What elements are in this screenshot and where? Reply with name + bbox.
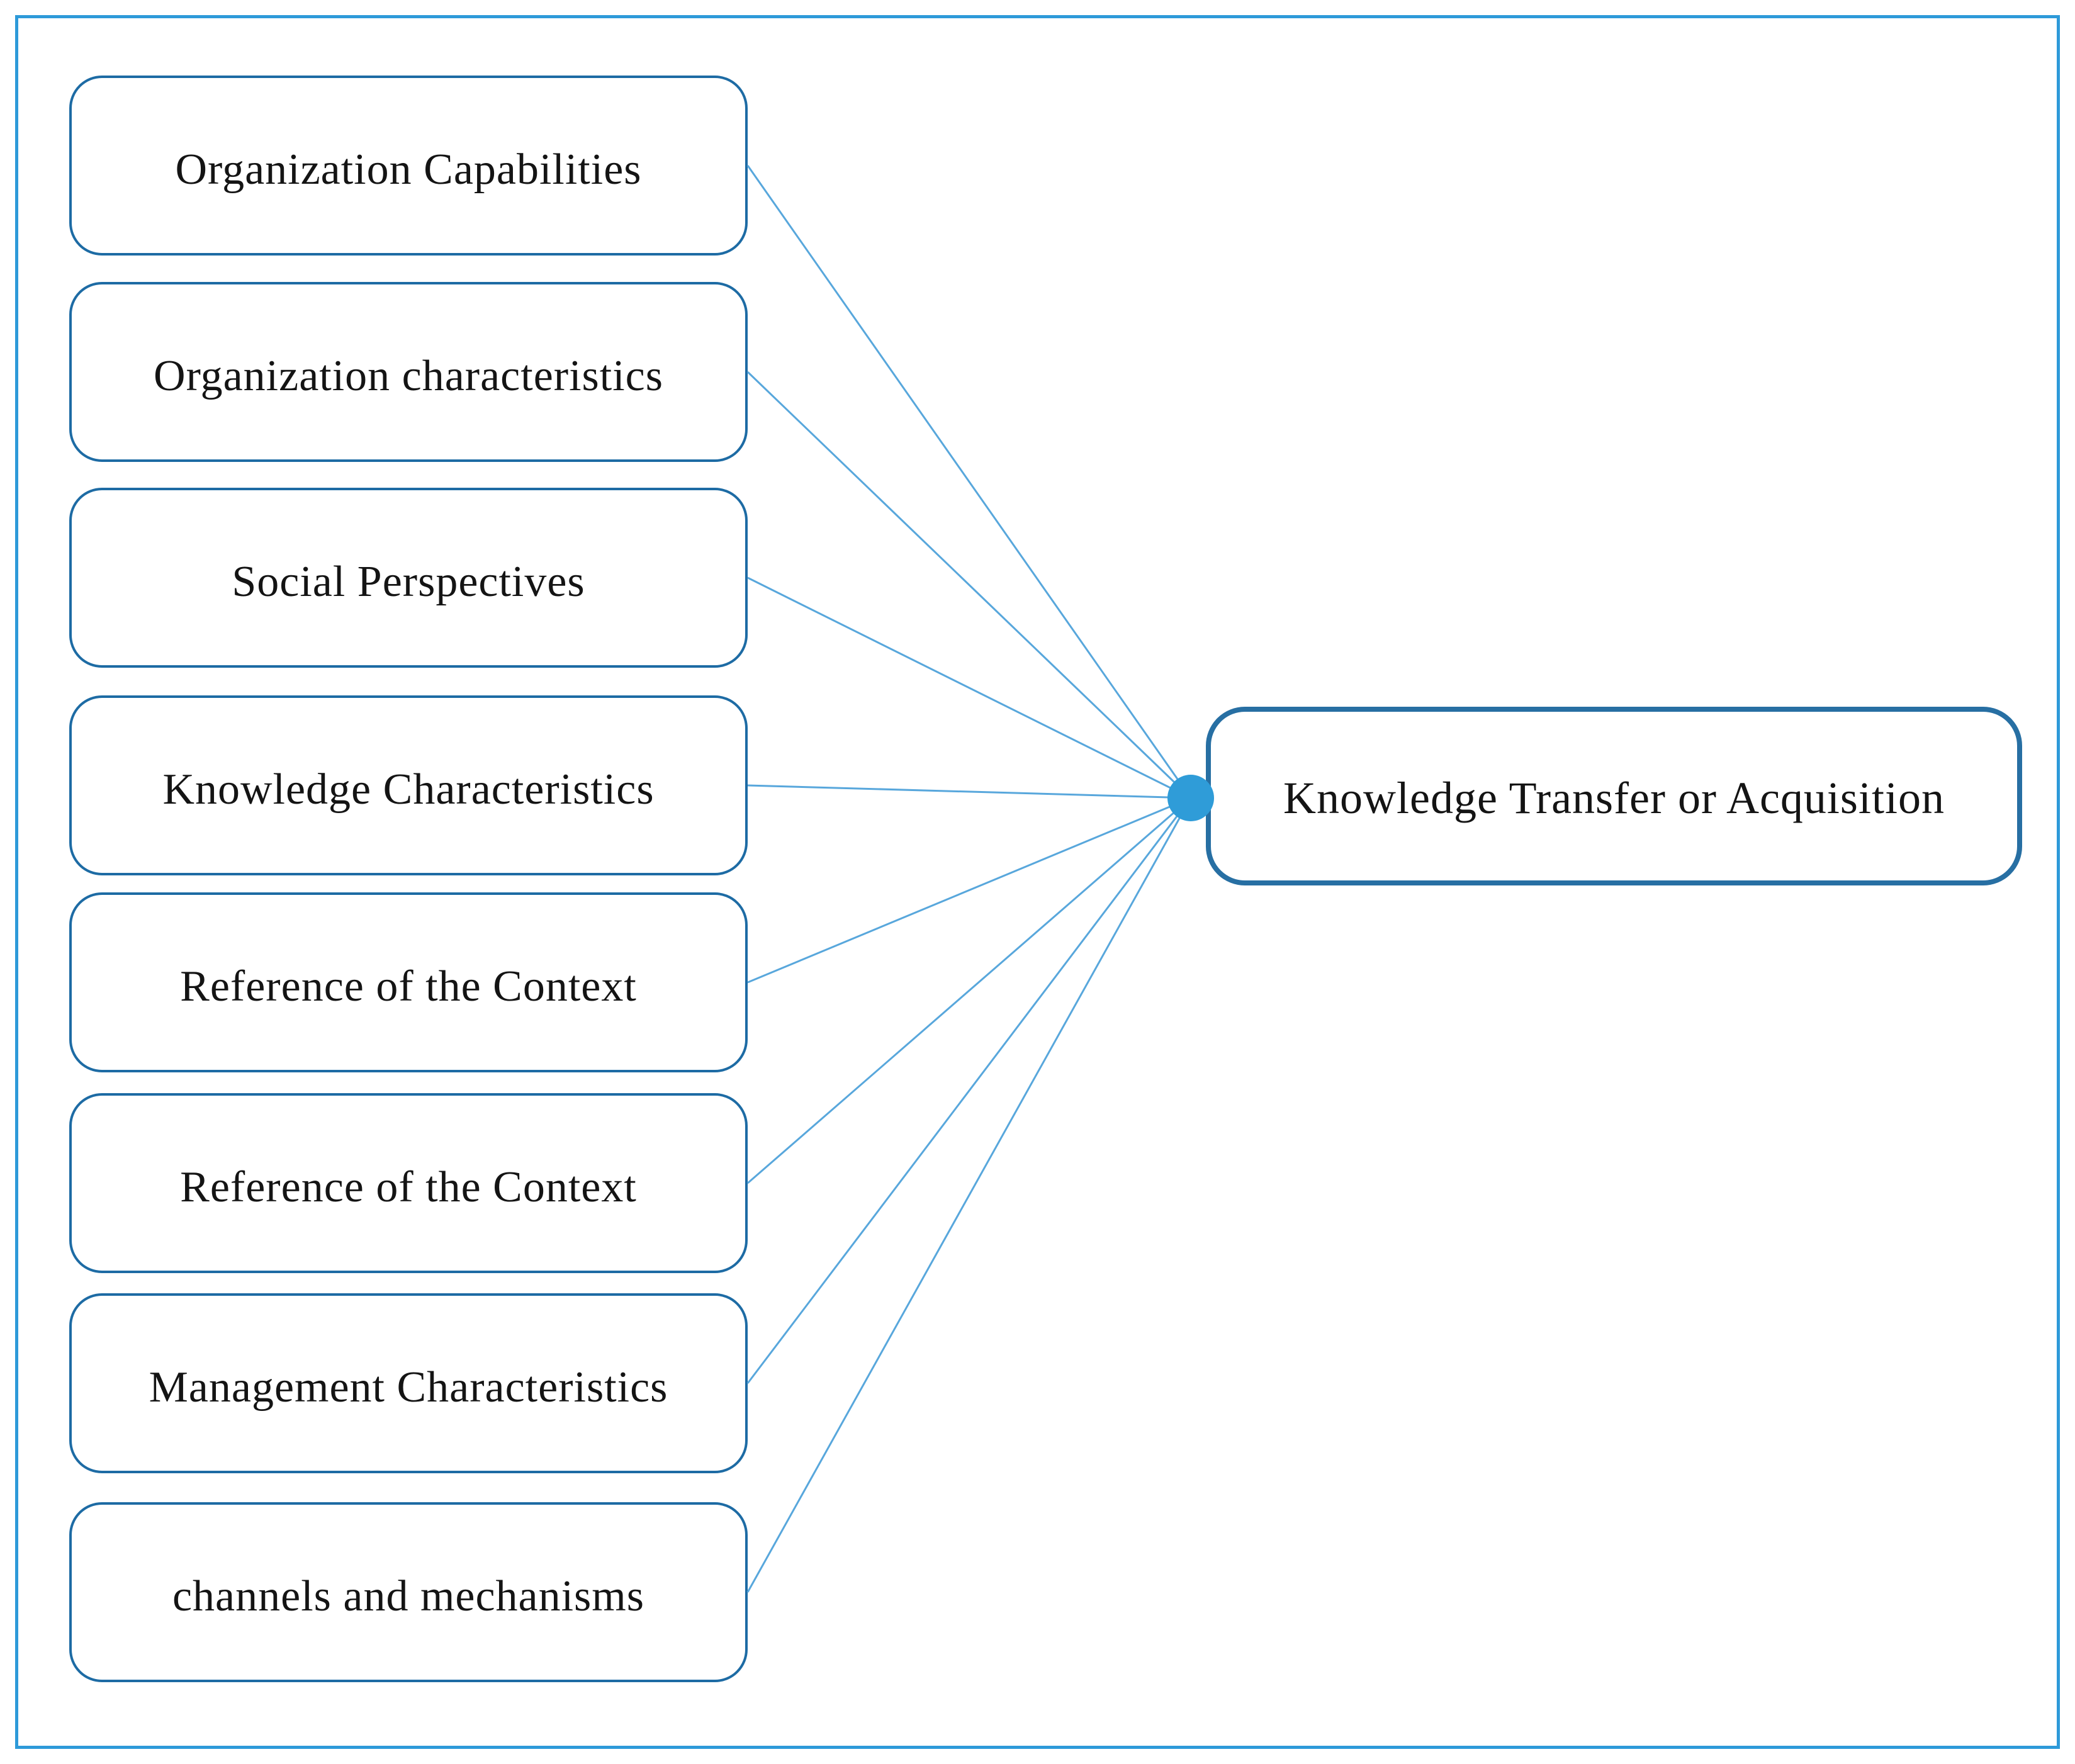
node-reference-of-the-context-1: Reference of the Context [69, 892, 748, 1072]
node-label: Reference of the Context [180, 1162, 637, 1211]
node-label: Organization characteristics [154, 351, 663, 400]
node-label: Management Characteristics [149, 1362, 668, 1412]
figure-border [15, 15, 2060, 1749]
node-organization-characteristics: Organization characteristics [69, 282, 748, 462]
node-label: Social Perspectives [232, 557, 585, 606]
node-knowledge-transfer-or-acquisition: Knowledge Transfer or Acquisition [1206, 707, 2022, 885]
node-reference-of-the-context-2: Reference of the Context [69, 1093, 748, 1273]
node-label: Knowledge Characteristics [162, 765, 655, 814]
node-management-characteristics: Management Characteristics [69, 1293, 748, 1473]
node-label: channels and mechanisms [172, 1571, 644, 1621]
node-label: Reference of the Context [180, 962, 637, 1011]
node-knowledge-characteristics: Knowledge Characteristics [69, 695, 748, 875]
node-channels-and-mechanisms: channels and mechanisms [69, 1502, 748, 1682]
node-social-perspectives: Social Perspectives [69, 488, 748, 668]
target-label: Knowledge Transfer or Acquisition [1283, 773, 1945, 824]
node-organization-capabilities: Organization Capabilities [69, 76, 748, 256]
node-label: Organization Capabilities [175, 145, 642, 194]
